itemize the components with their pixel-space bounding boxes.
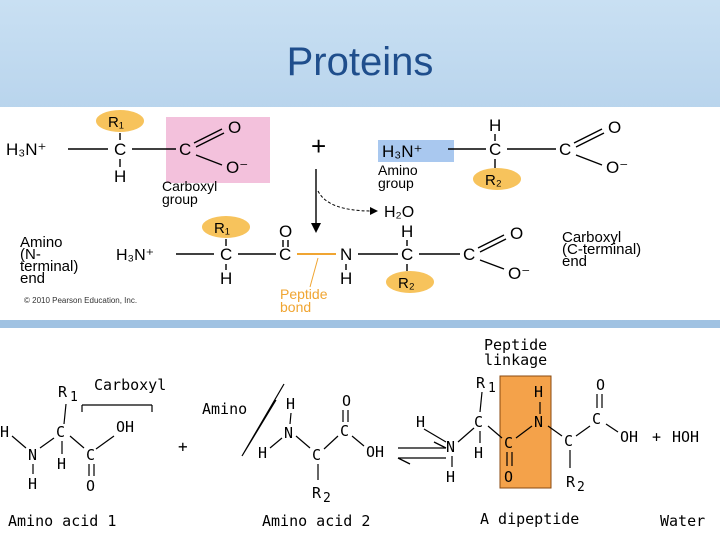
r1-group-oval (96, 110, 144, 132)
amino-terminal-label: Amino(N-terminal)end (20, 234, 78, 287)
dipeptide-carbonyl-oxygen: O (279, 222, 292, 241)
dipeptide-oxygen: O (510, 224, 523, 243)
dipeptide-h1: H (220, 269, 232, 288)
dipeptide-n-hydrogen: H (340, 269, 352, 288)
dipeptide-carboxyl-carbon: C (463, 245, 475, 264)
aa2-oxide: O⁻ (606, 158, 628, 177)
aa1-oxide: O⁻ (226, 158, 248, 177)
dipeptide-h2: H (401, 222, 413, 241)
dipeptide-alpha-c2: C (401, 245, 413, 264)
b-dp-h-n-bottom: H (446, 468, 455, 486)
b-aa1-oh: OH (116, 418, 134, 436)
b-aa2-r-sub: 2 (323, 491, 331, 506)
carboxyl-terminal-label: Carboxyl(C-terminal)end (562, 229, 641, 270)
water-release-arrow (317, 190, 373, 212)
bottom-diagram-svg: R 1 Carboxyl H N H C H C OH O Amino acid… (0, 336, 705, 530)
dipeptide-amine: H₃N⁺ (116, 247, 154, 264)
dipeptide-oxide: O⁻ (508, 264, 530, 283)
b-aa1-alpha-h: H (57, 455, 66, 473)
b-aa2-caption: Amino acid 2 (262, 512, 370, 530)
b-dp-r2: R (566, 473, 576, 491)
b-dp-hoh: HOH (672, 428, 699, 446)
copyright: © 2010 Pearson Education, Inc. (24, 296, 137, 305)
r2-group-oval (473, 168, 521, 190)
aa1-alpha-hydrogen: H (114, 167, 126, 186)
b-dp-oh: OH (620, 428, 638, 446)
b-dp-r: R (476, 374, 486, 392)
top-plus-sign: + (311, 131, 326, 161)
carboxyl-highlight (166, 117, 270, 183)
dipeptide-carbonyl-carbon: C (279, 245, 291, 264)
aa2-alpha-hydrogen: H (489, 116, 501, 135)
b-water-caption: Water (660, 512, 705, 530)
dipeptide-formation-figure: R 1 Carboxyl H N H C H C OH O Amino acid… (0, 328, 720, 540)
b-aa1-alpha-c: C (56, 423, 65, 441)
b-dp-r-sub: 1 (488, 381, 496, 396)
dipeptide-alpha-c1: C (220, 245, 232, 264)
b-aa1-carboxyl-c: C (86, 446, 95, 464)
b-dp-alpha-c1: C (474, 413, 483, 431)
aa1-oxygen: O (228, 118, 241, 137)
aa2-oxygen: O (608, 118, 621, 137)
b-dp-h-n-top: H (416, 413, 425, 431)
b-dp-carbonyl-o: O (504, 468, 513, 486)
dipeptide-r1: R₁ (214, 220, 230, 237)
b-aa1-o: O (86, 477, 95, 495)
b-plus-sign: + (178, 437, 188, 456)
b-aa2-n: N (284, 424, 293, 442)
b-dp-amide-n: N (534, 413, 543, 431)
dipeptide-r1-oval (202, 216, 250, 238)
b-aa1-caption: Amino acid 1 (8, 512, 116, 530)
b-aa2-o: O (342, 392, 351, 410)
b-dp-alpha-c2: C (564, 432, 573, 450)
b-aa1-n: N (28, 446, 37, 464)
b-aa2-r: R (312, 484, 322, 502)
b-aa2-h-left: H (258, 444, 267, 462)
b-dp-r2-sub: 2 (577, 480, 585, 495)
b-dp-carboxyl-c: C (592, 410, 601, 428)
b-dp-amide-h: H (534, 383, 543, 401)
aa1-alpha-carbon: C (114, 140, 126, 159)
b-dp-n-left: N (446, 438, 455, 456)
r2-label: R₂ (485, 172, 502, 189)
b-dp-caption: A dipeptide (480, 510, 579, 528)
amino-highlight (378, 140, 454, 162)
dipeptide-r2: R₂ (398, 275, 415, 292)
b-aa2-alpha-c: C (312, 446, 321, 464)
b-carboxyl-label: Carboxyl (94, 376, 166, 394)
aa2-alpha-carbon: C (489, 140, 501, 159)
aa1-amine: H₃N⁺ (6, 140, 46, 159)
dipeptide-nitrogen: N (340, 245, 352, 264)
b-aa2-h-top: H (286, 395, 295, 413)
b-aa2-carboxyl-c: C (340, 422, 349, 440)
aa2-carboxyl-carbon: C (559, 140, 571, 159)
dipeptide-r2-oval (386, 271, 434, 293)
b-dp-o: O (596, 376, 605, 394)
b-aa2-oh: OH (366, 443, 384, 461)
b-aa1-h-bottom: H (28, 475, 37, 493)
b-dp-plus: + (652, 428, 661, 446)
b-amino-label: Amino (202, 400, 247, 418)
b-aa1-r: R (58, 383, 68, 401)
water-product: H₂O (384, 204, 414, 221)
aa1-carboxyl-carbon: C (179, 140, 191, 159)
b-dp-alpha-h1: H (474, 444, 483, 462)
b-dp-carbonyl-c: C (504, 434, 513, 452)
r1-label: R₁ (108, 114, 124, 131)
b-aa1-r-sub: 1 (70, 390, 78, 405)
peptide-linkage-highlight (499, 375, 552, 489)
b-aa1-h-left: H (0, 423, 9, 441)
aa2-amine: H₃N⁺ (382, 142, 422, 161)
slide-title: Proteins (286, 40, 434, 84)
